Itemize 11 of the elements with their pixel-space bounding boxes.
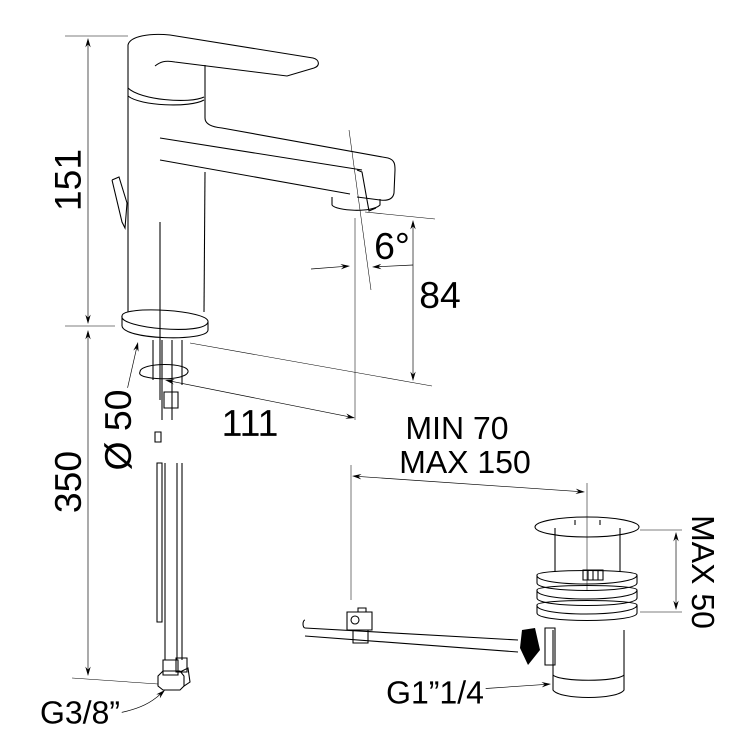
thread-label: Ø 50: [104, 391, 132, 470]
thread-label: G3/8”: [42, 700, 119, 724]
dimension-label: 84: [420, 282, 460, 308]
dimension-label: MAX 50: [692, 518, 714, 628]
dimension-label: 151: [54, 150, 82, 208]
dimension-label: MIN 70: [408, 416, 508, 440]
dimension-label: 6°: [376, 232, 408, 260]
dimension-label: 111: [224, 410, 277, 436]
thread-label: G1”1/4: [388, 680, 483, 704]
dimension-label: MAX 150: [402, 450, 530, 474]
dimension-label: 350: [54, 452, 82, 512]
